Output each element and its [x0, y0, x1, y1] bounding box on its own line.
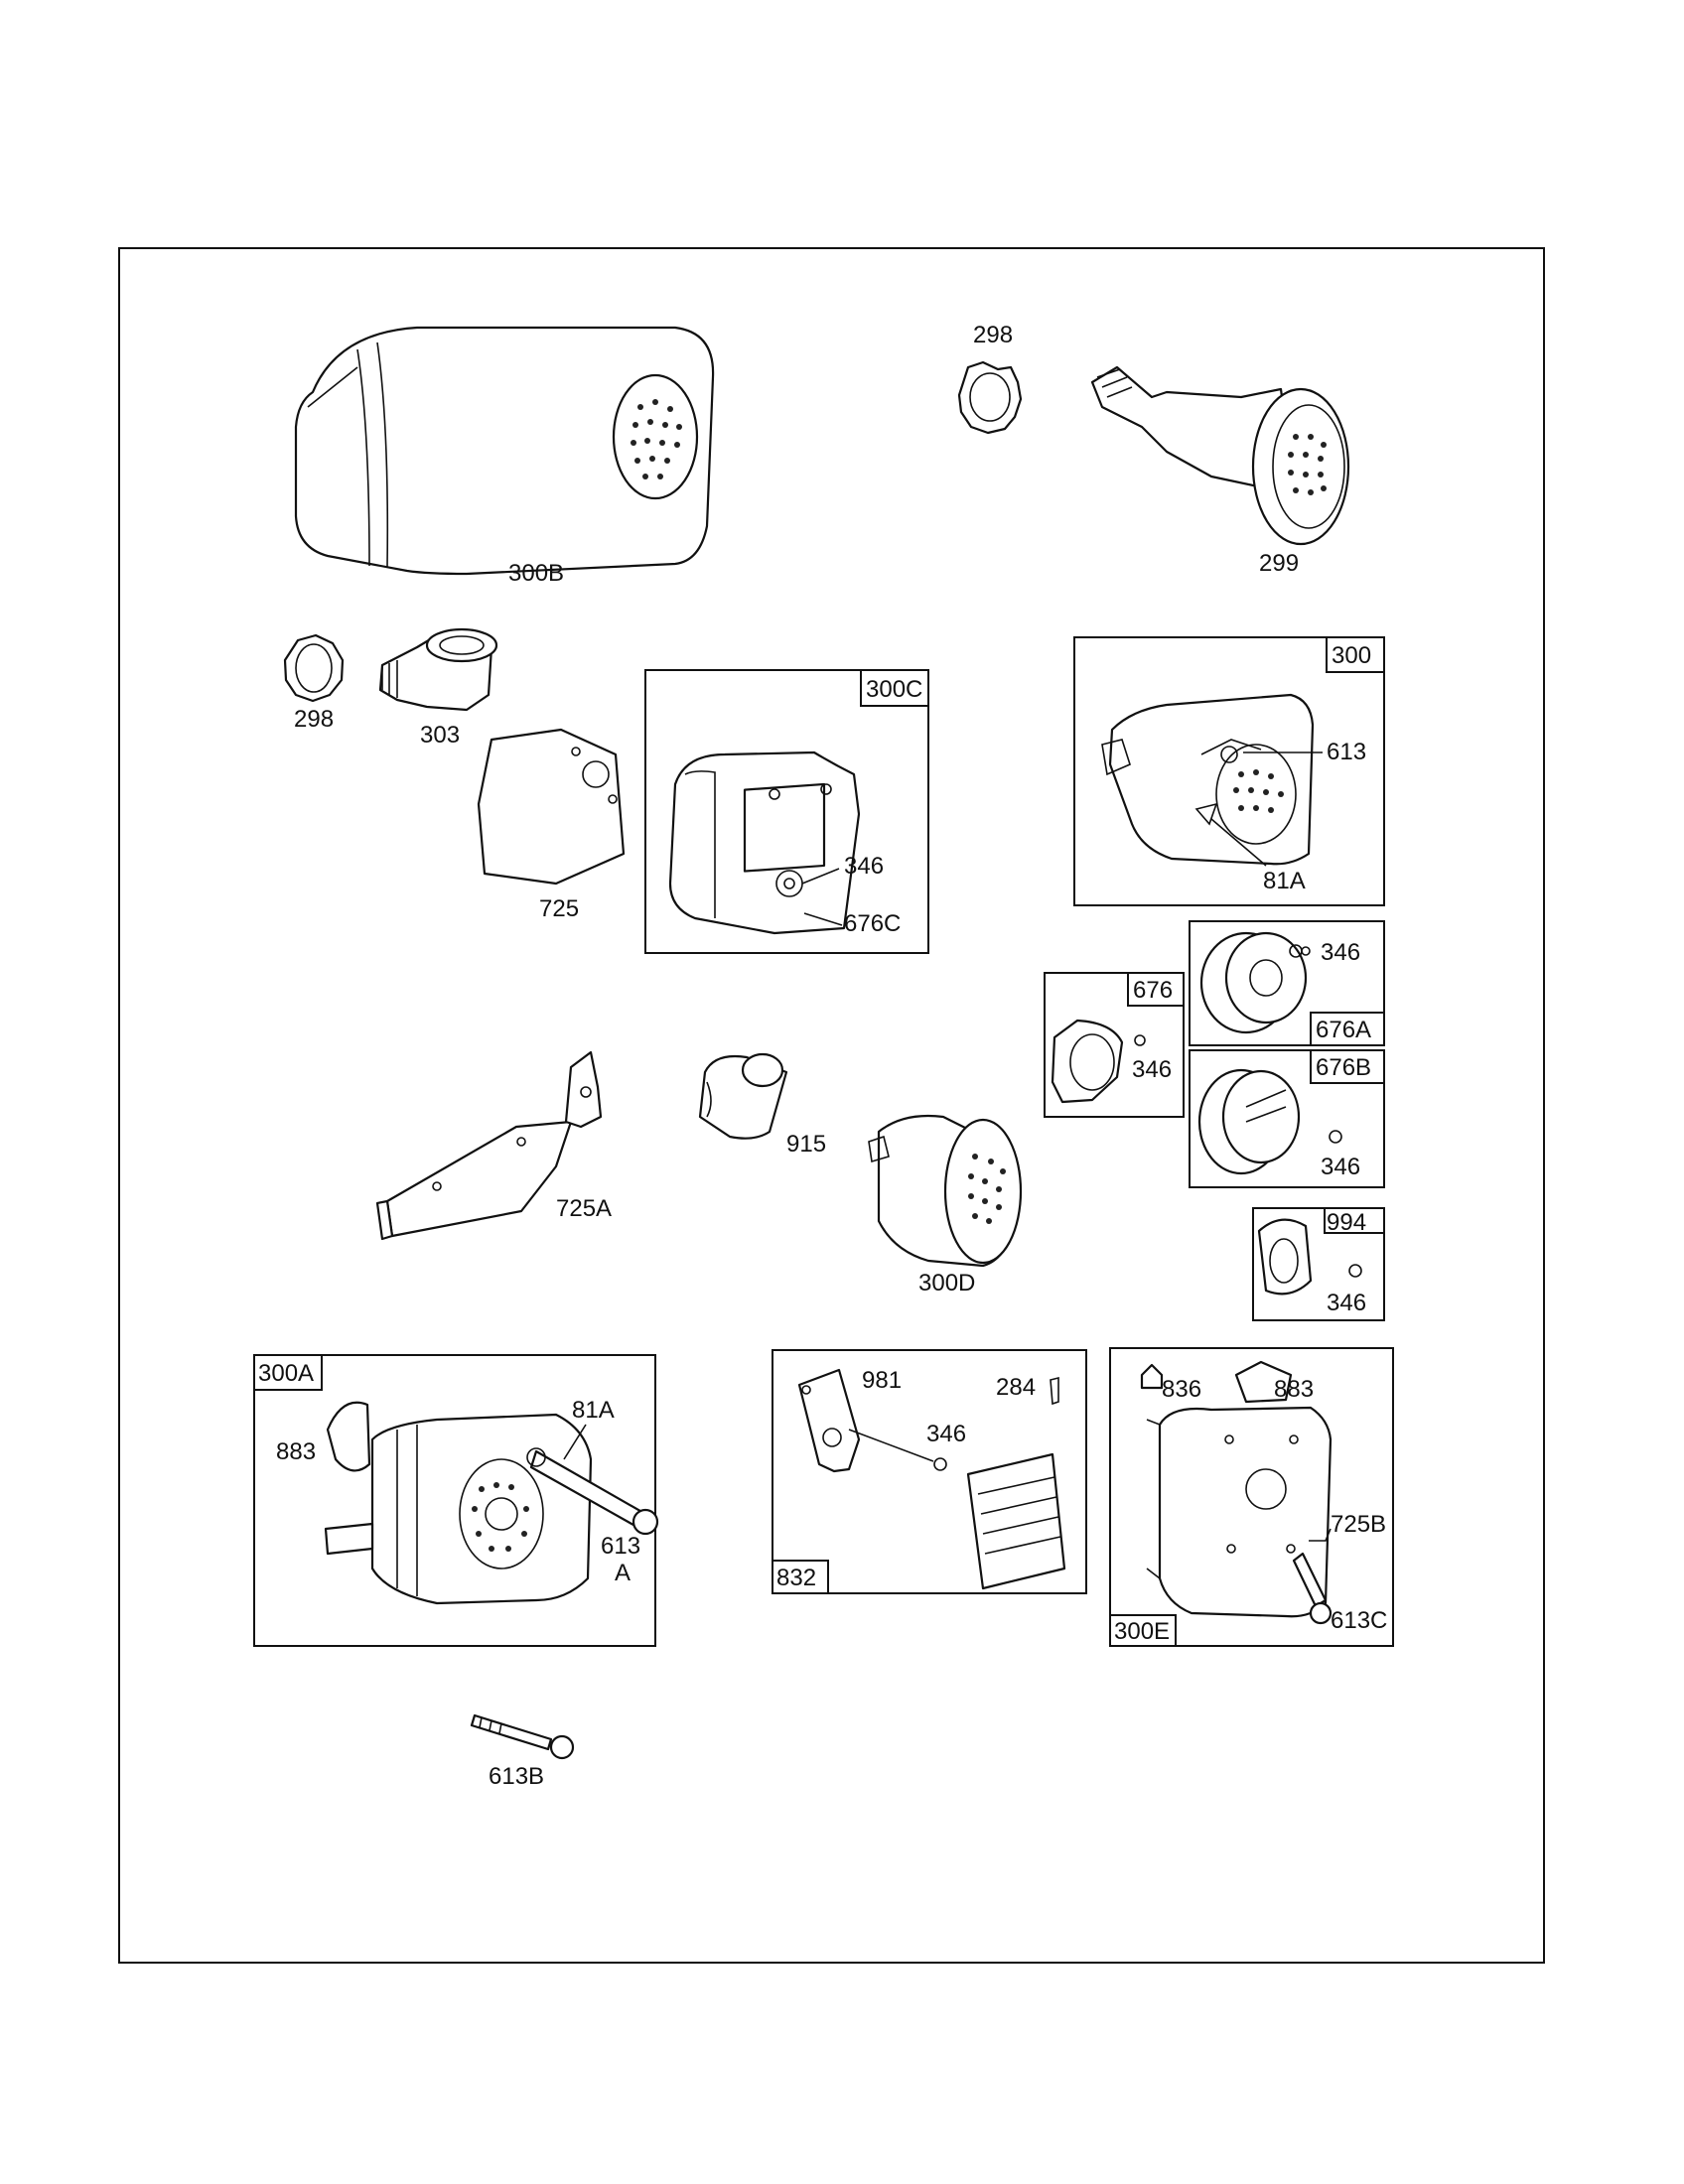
boxlabel-676B: 676B [1316, 1054, 1371, 1081]
box-300A-tag [253, 1354, 323, 1391]
box-300E-tag [1109, 1614, 1177, 1647]
part-300C-muffler [668, 751, 861, 935]
label-346-676A: 346 [1321, 939, 1360, 966]
part-298-locknut-left [283, 633, 345, 703]
box-300 [1073, 636, 1385, 906]
label-81A: 81A [1263, 868, 1306, 894]
box-300C [644, 669, 929, 954]
part-300A-muffler [324, 1401, 659, 1605]
label-81A-300A: 81A [572, 1397, 615, 1424]
label-346-676: 346 [1132, 1056, 1172, 1083]
box-676 [1044, 972, 1185, 1118]
label-613A-line1: 613 [601, 1533, 640, 1560]
label-346-994: 346 [1327, 1290, 1366, 1316]
box-994-tag [1324, 1207, 1385, 1234]
label-303: 303 [420, 722, 460, 749]
label-725A: 725A [556, 1195, 612, 1222]
label-298-top: 298 [973, 322, 1013, 348]
diagram-frame [118, 247, 1545, 1964]
label-298-left: 298 [294, 706, 334, 733]
label-836: 836 [1162, 1376, 1201, 1403]
label-883-300A: 883 [276, 1438, 316, 1465]
part-300E-muffler [1140, 1360, 1333, 1625]
boxlabel-300E: 300E [1114, 1618, 1170, 1645]
label-883-300E: 883 [1274, 1376, 1314, 1403]
part-300D-muffler [868, 1114, 1023, 1268]
label-284: 284 [996, 1374, 1036, 1401]
box-300C-tag [860, 669, 929, 707]
part-298-locknut-top [957, 360, 1023, 435]
boxlabel-300C: 300C [866, 676, 922, 703]
label-346-832: 346 [926, 1421, 966, 1447]
box-832-tag [772, 1560, 829, 1594]
part-613B-bolt [470, 1713, 575, 1760]
label-299: 299 [1259, 550, 1299, 577]
part-299-muffler [1090, 365, 1350, 546]
box-676A-tag [1310, 1012, 1385, 1046]
box-300E [1109, 1347, 1394, 1647]
boxlabel-832: 832 [776, 1565, 816, 1591]
label-613B: 613B [489, 1763, 544, 1790]
label-613A-line2: A [615, 1560, 631, 1586]
part-676B-cap [1197, 1068, 1342, 1175]
label-915: 915 [786, 1131, 826, 1158]
label-613: 613 [1327, 739, 1366, 765]
box-676-tag [1127, 972, 1185, 1007]
label-725B: 725B [1331, 1511, 1386, 1538]
boxlabel-676: 676 [1133, 977, 1173, 1004]
part-300-muffler [1101, 693, 1315, 866]
part-832-guard [797, 1368, 1066, 1590]
box-676B-tag [1310, 1049, 1385, 1084]
boxlabel-300A: 300A [258, 1360, 314, 1387]
label-613C: 613C [1331, 1607, 1387, 1634]
label-300B: 300B [508, 560, 564, 587]
part-915-sleeve [698, 1052, 788, 1140]
leader-81A [1210, 818, 1267, 867]
box-300-tag [1326, 636, 1385, 673]
part-725A-bracket [375, 1050, 603, 1241]
boxlabel-994: 994 [1327, 1209, 1366, 1236]
box-994 [1252, 1207, 1385, 1321]
part-303-elbow [378, 627, 498, 712]
box-676A [1189, 920, 1385, 1046]
boxlabel-300: 300 [1332, 642, 1371, 669]
label-676C: 676C [844, 910, 901, 937]
label-725: 725 [539, 895, 579, 922]
box-832 [772, 1349, 1087, 1594]
part-676-deflector [1051, 1019, 1146, 1104]
part-725-gasket [477, 728, 626, 886]
boxlabel-676A: 676A [1316, 1017, 1371, 1043]
part-676A-cap [1199, 931, 1311, 1034]
box-676B [1189, 1049, 1385, 1188]
part-994-cap [1257, 1218, 1362, 1296]
label-981: 981 [862, 1367, 902, 1394]
label-300D: 300D [918, 1270, 975, 1297]
label-346-676B: 346 [1321, 1154, 1360, 1180]
leader-81A-300A [563, 1424, 587, 1460]
label-346-300C: 346 [844, 853, 884, 880]
part-300B-muffler [294, 326, 715, 576]
box-300A [253, 1354, 656, 1647]
